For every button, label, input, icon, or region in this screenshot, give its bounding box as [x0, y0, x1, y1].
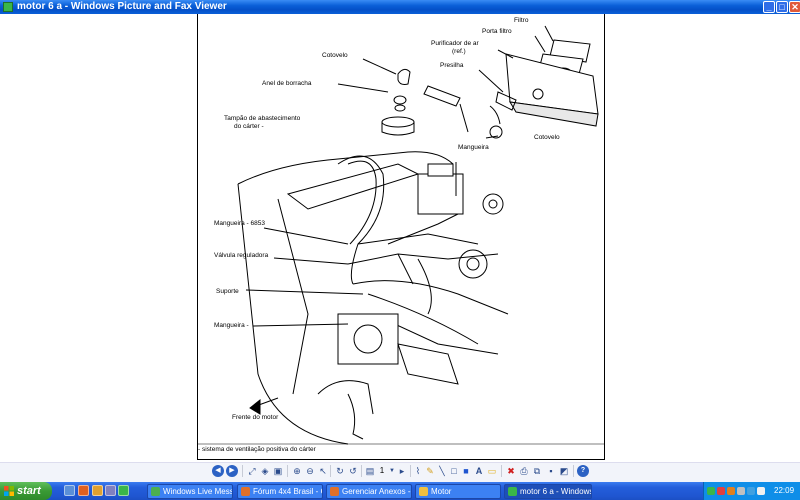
pen-icon[interactable]: ⌇ — [415, 466, 421, 476]
rotate-counterclockwise-icon[interactable]: ↺ — [349, 466, 357, 476]
label-tampao-1: Tampão de abastecimento — [224, 115, 301, 122]
previous-image-icon[interactable]: ◀ — [212, 465, 224, 477]
tray-volume-icon[interactable] — [747, 487, 755, 495]
toolbar-separator — [410, 465, 411, 477]
task-label: motor 6 a - Windows ... — [520, 487, 592, 496]
copy-to-icon[interactable]: ⧉ — [533, 466, 541, 476]
toolbar-separator — [361, 465, 362, 477]
toolbar-separator — [330, 465, 331, 477]
note-icon[interactable]: ▭ — [487, 466, 497, 476]
label-mangueira-bottom: Mangueira - — [214, 322, 249, 329]
windows-logo-icon — [4, 486, 14, 496]
actual-size-icon[interactable]: ◈ — [261, 466, 269, 476]
firefox-icon[interactable] — [78, 485, 89, 496]
figure-caption: - sistema de ventilação positiva do cárt… — [198, 446, 316, 453]
engine-illustration — [198, 25, 604, 445]
task-label: Windows Live Messen... — [163, 487, 233, 496]
toolbar-separator — [501, 465, 502, 477]
label-mangueira-6853: Mangueira - 6853 — [214, 220, 265, 227]
start-button[interactable]: start — [0, 482, 52, 500]
folder-icon — [419, 487, 428, 496]
page-icon: ▤ — [365, 466, 375, 476]
show-desktop-icon[interactable] — [64, 485, 75, 496]
task-label: Motor — [431, 487, 452, 496]
firefox-icon — [241, 487, 250, 496]
tray-network-icon[interactable] — [737, 487, 745, 495]
tray-security-icon[interactable] — [757, 487, 765, 495]
start-label: start — [17, 485, 41, 497]
zoom-out-icon[interactable]: ⊖ — [306, 466, 314, 476]
quicklaunch-app-icon[interactable] — [105, 485, 116, 496]
maximize-button[interactable]: □ — [776, 1, 788, 13]
scanned-diagram: Filtro Porta filtro Purificador de ar (r… — [197, 14, 605, 460]
next-image-icon[interactable]: ▶ — [226, 465, 238, 477]
viewer-toolbar — [0, 462, 800, 483]
delete-icon[interactable]: ✖ — [507, 466, 515, 476]
task-gerenciar-anexos[interactable]: Gerenciar Anexos - F... — [326, 484, 412, 499]
line-icon[interactable]: ╲ — [439, 466, 445, 476]
highlighter-icon[interactable]: ✎ — [426, 466, 434, 476]
image-viewport: Filtro Porta filtro Purificador de ar (r… — [0, 14, 800, 462]
title-bar: motor 6 a - Windows Picture and Fax View… — [0, 0, 800, 14]
help-icon[interactable]: ? — [577, 465, 589, 477]
label-porta-filtro: Porta filtro — [482, 28, 512, 35]
label-suporte: Suporte — [216, 288, 239, 295]
window-title: motor 6 a - Windows Picture and Fax View… — [17, 1, 227, 12]
close-button[interactable]: ✕ — [789, 1, 800, 13]
text-icon[interactable]: A — [475, 466, 483, 476]
label-presilha: Presilha — [440, 62, 464, 69]
label-frente: Frente do motor — [232, 414, 279, 421]
task-motor-folder[interactable]: Motor — [415, 484, 501, 499]
page-dropdown-icon[interactable]: ▼ — [389, 468, 395, 474]
next-page-icon[interactable]: ▸ — [399, 466, 405, 476]
picture-viewer-icon — [508, 487, 517, 496]
page-indicator[interactable]: 1 — [379, 466, 385, 475]
print-icon[interactable]: ⎙ — [520, 466, 528, 476]
label-purificador: Purificador de ar — [431, 40, 479, 47]
rotate-clockwise-icon[interactable]: ↻ — [336, 466, 344, 476]
label-cotovelo-top: Cotovelo — [322, 52, 348, 59]
zoom-in-icon[interactable]: ⊕ — [293, 466, 301, 476]
messenger-quicklaunch-icon[interactable] — [118, 485, 129, 496]
label-tampao-2: do cárter - — [234, 123, 264, 130]
label-valvula: Válvula reguladora — [214, 252, 269, 259]
rectangle-icon[interactable]: □ — [451, 466, 457, 476]
task-forum[interactable]: Fórum 4x4 Brasil - Cri... — [237, 484, 323, 499]
label-mangueira-top: Mangueira — [458, 144, 489, 151]
slideshow-icon[interactable]: ▣ — [273, 466, 283, 476]
label-filtro: Filtro — [514, 17, 529, 24]
toolbar-separator — [573, 465, 574, 477]
filled-rectangle-icon[interactable]: ■ — [463, 466, 469, 476]
toolbar-separator — [242, 465, 243, 477]
media-player-icon[interactable] — [92, 485, 103, 496]
taskbar-clock: 22:09 — [774, 486, 795, 495]
tray-app-icon[interactable] — [727, 487, 735, 495]
task-label: Fórum 4x4 Brasil - Cri... — [253, 487, 322, 496]
task-picture-viewer[interactable]: motor 6 a - Windows ... — [504, 484, 592, 499]
label-anel-borracha: Anel de borracha — [262, 80, 312, 87]
messenger-icon — [151, 487, 160, 496]
save-icon[interactable]: ▪ — [549, 466, 553, 476]
toolbar-separator — [287, 465, 288, 477]
task-label: Gerenciar Anexos - F... — [342, 487, 411, 496]
picture-viewer-icon — [3, 2, 13, 12]
label-cotovelo-right: Cotovelo — [534, 134, 560, 141]
best-fit-icon[interactable]: ⤢ — [248, 466, 256, 476]
minimize-button[interactable]: _ — [763, 1, 775, 13]
open-editor-icon[interactable]: ◩ — [559, 466, 569, 476]
cursor-icon[interactable]: ↖ — [319, 466, 327, 476]
task-messenger[interactable]: Windows Live Messen... — [147, 484, 233, 499]
tray-antivirus-icon[interactable] — [717, 487, 725, 495]
tray-messenger-icon[interactable] — [707, 487, 715, 495]
firefox-icon — [330, 487, 339, 496]
label-ref: (ref.) — [452, 48, 466, 55]
